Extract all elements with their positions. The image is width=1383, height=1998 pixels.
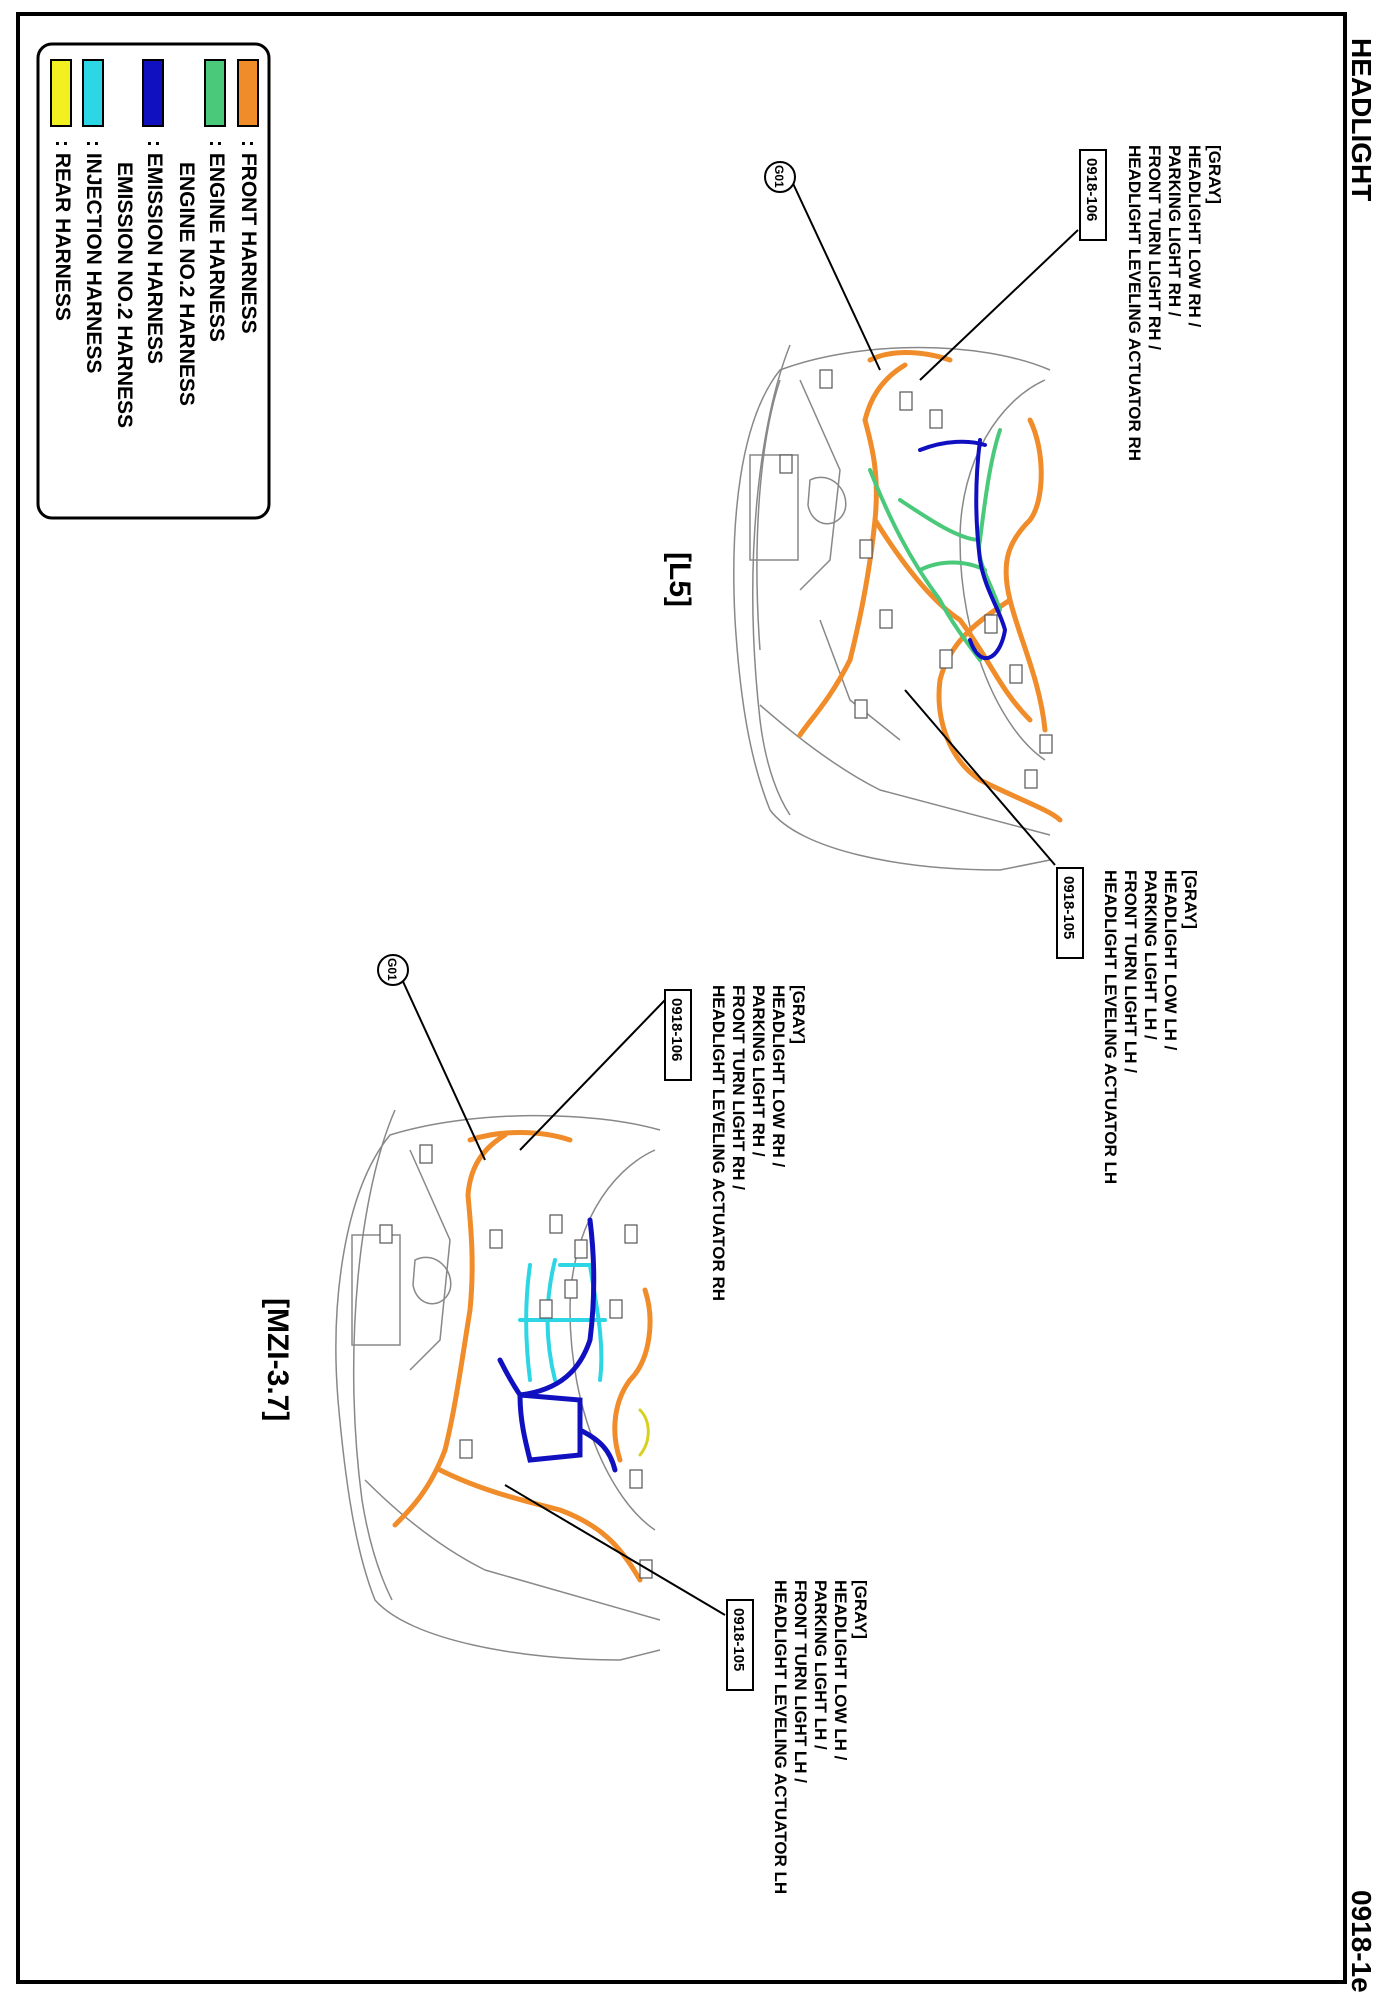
mzi-connector-rh-line-5: HEADLIGHT LEVELING ACTUATOR RH [709, 985, 728, 1301]
l5-connector-lh-code: 0918-105 [1060, 876, 1077, 939]
mzi-connector-lh-code: 0918-105 [730, 1608, 747, 1671]
mzi-connector-lh-callout: 0918-105 [GRAY] HEADLIGHT LOW LH / PARKI… [726, 1580, 870, 1894]
l5-connector-rh-line-1: [GRAY] [1205, 145, 1224, 204]
l5-connector-lh-line-2: HEADLIGHT LOW LH / [1161, 870, 1180, 1051]
l5-connectors [779, 369, 1053, 789]
l5-connector-lh-callout: 0918-105 [GRAY] HEADLIGHT LOW LH / PARKI… [1056, 867, 1200, 1184]
mzi-rear-harness [638, 1408, 650, 1457]
diagram-mzi-title: [MZI-3.7] [261, 1298, 294, 1421]
mzi-connector-rh-line-3: PARKING LIGHT RH / [749, 985, 768, 1157]
mzi-connector-rh-line-4: FRONT TURN LIGHT RH / [729, 985, 748, 1190]
l5-connector-lh-line-1: [GRAY] [1181, 870, 1200, 929]
l5-ground-g01: G01 [764, 161, 796, 193]
mzi-ground-g01: G01 [377, 954, 409, 986]
legend-swatch-injection-harness [82, 59, 104, 127]
legend-frame [36, 42, 271, 520]
mzi-engine-bay-outline [335, 1109, 661, 1661]
diagram-l5: [L5] [663, 145, 1224, 1184]
legend-swatch-front-harness [237, 59, 259, 127]
l5-ground-label: G01 [772, 165, 786, 188]
mzi-leader-lines [399, 974, 726, 1616]
mzi-connectors [379, 1144, 653, 1579]
legend-label-rear-harness: : REAR HARNESS [51, 140, 74, 321]
page-frame [16, 12, 1347, 1984]
mzi-connector-lh-line-3: PARKING LIGHT LH / [811, 1580, 830, 1750]
legend-label-emission-harness: : EMISSION HARNESS [143, 140, 166, 364]
legend-label-engine-no2-harness: ENGINE NO.2 HARNESS [175, 162, 198, 406]
l5-connector-lh-line-4: FRONT TURN LIGHT LH / [1121, 870, 1140, 1073]
page-code: 0918-1e [1346, 1890, 1377, 1993]
legend-label-injection-harness: : INJECTION HARNESS [82, 140, 105, 373]
legend-label-engine-harness: : ENGINE HARNESS [205, 140, 228, 342]
legend-swatch-engine-harness [204, 59, 226, 127]
legend-label-front-harness: : FRONT HARNESS [237, 140, 260, 334]
legend: : FRONT HARNESS : ENGINE HARNESS ENGINE … [36, 42, 271, 520]
l5-connector-rh-callout: 0918-106 [GRAY] HEADLIGHT LOW RH / PARKI… [1079, 145, 1224, 461]
l5-connector-rh-line-2: HEADLIGHT LOW RH / [1185, 145, 1204, 328]
l5-emission-harness [918, 438, 1008, 661]
diagram-mzi-3-7: [MZI-3.7] [261, 954, 870, 1894]
legend-swatch-emission-harness [142, 59, 164, 127]
mzi-front-harness [392, 1130, 653, 1583]
l5-engine-bay-outline [733, 344, 1051, 871]
legend-swatch-rear-harness [50, 59, 72, 127]
l5-connector-rh-line-5: HEADLIGHT LEVELING ACTUATOR RH [1125, 145, 1144, 461]
l5-connector-rh-code: 0918-106 [1083, 158, 1100, 221]
mzi-connector-rh-line-1: [GRAY] [789, 985, 808, 1044]
l5-front-harness [797, 350, 1063, 823]
mzi-connector-rh-code: 0918-106 [668, 998, 685, 1061]
mzi-connector-lh-line-4: FRONT TURN LIGHT LH / [791, 1580, 810, 1783]
mzi-ground-label: G01 [385, 958, 399, 981]
mzi-connector-rh-callout: 0918-106 [GRAY] HEADLIGHT LOW RH / PARKI… [664, 985, 808, 1301]
mzi-emission-harness [497, 1217, 618, 1473]
l5-connector-lh-line-3: PARKING LIGHT LH / [1141, 870, 1160, 1040]
page-title: HEADLIGHT [1346, 38, 1377, 201]
mzi-connector-lh-line-5: HEADLIGHT LEVELING ACTUATOR LH [771, 1580, 790, 1894]
mzi-connector-lh-line-1: [GRAY] [851, 1580, 870, 1639]
l5-connector-lh-line-5: HEADLIGHT LEVELING ACTUATOR LH [1101, 870, 1120, 1184]
l5-connector-rh-line-3: PARKING LIGHT RH / [1165, 145, 1184, 317]
legend-label-emission-no2-harness: EMISSION NO.2 HARNESS [113, 162, 136, 428]
diagram-l5-title: [L5] [663, 552, 696, 607]
l5-leader-lines [789, 176, 1079, 866]
l5-engine-harness [868, 428, 1002, 662]
mzi-connector-rh-line-2: HEADLIGHT LOW RH / [769, 985, 788, 1168]
mzi-connector-lh-line-2: HEADLIGHT LOW LH / [831, 1580, 850, 1761]
l5-connector-rh-line-4: FRONT TURN LIGHT RH / [1145, 145, 1164, 350]
